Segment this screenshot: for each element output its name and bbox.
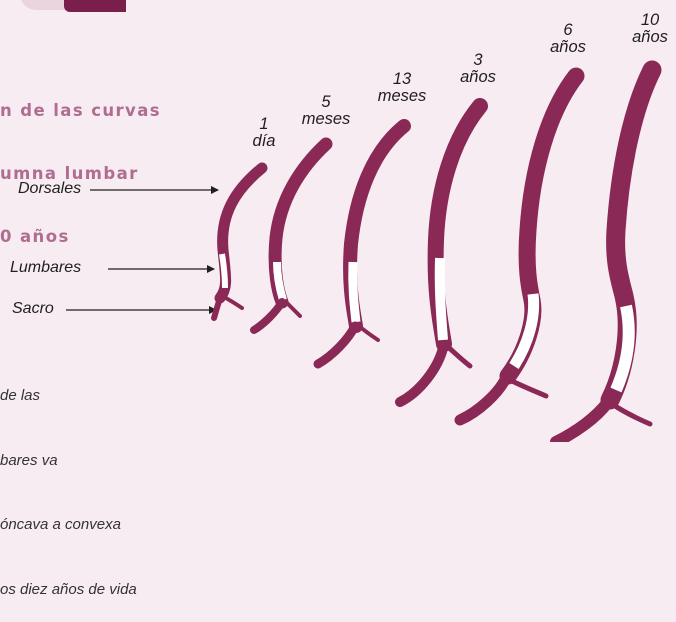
diagram-title: n de las curvas umna lumbar 0 años xyxy=(0,58,161,268)
header-swash-decoration xyxy=(20,0,76,10)
age-number: 6 xyxy=(563,21,573,39)
age-unit: años xyxy=(550,38,586,56)
title-line-2: umna lumbar xyxy=(0,164,139,183)
age-number: 3 xyxy=(473,51,483,69)
age-label-6-anos: 6 años xyxy=(550,22,586,56)
age-label-10-anos: 10 años xyxy=(632,12,668,46)
spine-13-meses xyxy=(313,119,411,369)
age-label-1-dia: 1 día xyxy=(253,116,276,150)
age-unit: día xyxy=(252,132,276,150)
age-number: 1 xyxy=(259,115,269,133)
spine-5-meses xyxy=(250,137,333,334)
label-dorsales: Dorsales xyxy=(18,180,82,197)
spine-curves-illustration xyxy=(66,60,662,442)
spine-10-anos xyxy=(550,60,662,442)
spine-1-dia xyxy=(211,162,268,321)
title-line-3: 0 años xyxy=(0,227,70,246)
spine-6-anos xyxy=(454,67,585,426)
title-line-1: n de las curvas xyxy=(0,101,161,120)
age-number: 5 xyxy=(321,93,331,111)
age-unit: meses xyxy=(377,87,427,105)
caption-line-1: de las xyxy=(0,387,41,404)
age-unit: años xyxy=(460,68,496,86)
header-tab-decoration xyxy=(64,0,126,12)
caption-line-4: os diez años de vida xyxy=(0,580,137,598)
age-unit: años xyxy=(632,28,668,46)
age-number: 13 xyxy=(392,70,412,88)
age-label-13-meses: 13 meses xyxy=(378,71,427,105)
figure-caption: de las bares va óncava a convexa os diez… xyxy=(0,342,137,622)
age-unit: meses xyxy=(301,110,351,128)
spine-3-anos xyxy=(395,98,488,407)
age-label-3-anos: 3 años xyxy=(460,52,496,86)
age-label-5-meses: 5 meses xyxy=(302,94,351,128)
caption-line-2: bares va xyxy=(0,451,58,469)
age-number: 10 xyxy=(640,11,660,29)
caption-line-3: óncava a convexa xyxy=(0,516,121,533)
label-lumbares: Lumbares xyxy=(10,259,82,276)
label-sacro: Sacro xyxy=(12,300,54,317)
